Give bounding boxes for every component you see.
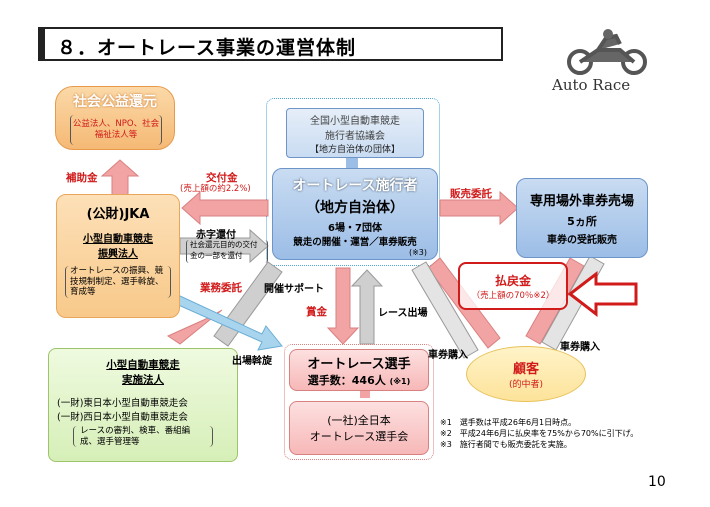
label-business: 業務委託	[200, 282, 242, 294]
customer-title: 顧客	[512, 362, 539, 377]
jka-sub2: 振興法人	[98, 249, 138, 260]
association-line1: (一社)全日本	[327, 414, 391, 427]
label-prize: 賞金	[306, 306, 327, 318]
grant-arrow	[181, 190, 269, 226]
association-box: (一社)全日本 オートレース選手会	[289, 401, 429, 455]
national-line1: 全国小型自動車競走	[310, 115, 400, 127]
payout-box: 払戻金 （売上額の70％※2）	[458, 262, 568, 310]
social-sub: 公益法人、NPO、社会福祉法人等	[70, 115, 162, 145]
jka-items: オートレースの振興、競技規制制定、選手斡旋、育成等	[65, 266, 171, 298]
racer-header: オートレース選手 選手数：446人 (※1)	[289, 349, 429, 391]
page-title: ８．オートレース事業の運営体制	[57, 37, 357, 59]
deficit-arrow	[179, 228, 269, 264]
footnotes: ※1 選手数は平成26年6月1日時点。 ※2 平成24年6月に払戻率を75%から…	[440, 418, 690, 450]
label-subsidy: 補助金	[66, 172, 98, 184]
title-bar: ８．オートレース事業の運営体制	[38, 27, 503, 61]
jka-name: (公財)JKA	[86, 207, 150, 222]
social-title: 社会公益還元	[73, 94, 157, 110]
racer-box: オートレース選手 選手数：446人 (※1) (一社)全日本 オートレース選手会	[284, 344, 434, 460]
racer-note: (※1)	[389, 377, 411, 386]
racer-count: 選手数：446人	[307, 374, 386, 387]
label-deficit: 赤字還付	[196, 230, 236, 241]
label-deficit-note: 社会還元目的の交付金の一部を還付	[186, 240, 268, 263]
organizer-line2: （地方自治体）	[306, 200, 404, 216]
national-connector	[346, 156, 358, 168]
organizer-box: オートレース施行者 （地方自治体） 6場・7団体 競走の開催・運営／車券販売 (…	[272, 168, 438, 260]
label-ticket-buy-left: 車券購入	[428, 350, 468, 361]
logo: Auto Race	[548, 28, 658, 98]
footnote-3: ※3 施行者間でも販売委託を実施。	[440, 439, 572, 449]
prize-arrow	[326, 267, 360, 345]
dispatch-arrow	[175, 295, 283, 351]
callout-arrow	[567, 270, 638, 318]
organizer-note: (※3)	[408, 248, 427, 257]
motorcycle-icon	[567, 29, 647, 75]
national-line2: 施行者協議会	[325, 130, 385, 142]
label-race-entry: レース出場	[378, 308, 428, 319]
racer-count-line: 選手数：446人 (※1)	[290, 372, 428, 388]
outlet-line1: 専用場外車券売場	[529, 194, 634, 209]
national-box: 全国小型自動車競走 施行者協議会 【地方自治体の団体】	[286, 108, 424, 158]
page-number: 10	[648, 474, 666, 490]
implementer-west: (一財)西日本小型自動車競走会	[57, 412, 188, 423]
implementer-box: 小型自動車競走 実施法人 (一財)東日本小型自動車競走会 (一財)西日本小型自動…	[48, 348, 238, 462]
outlet-line3: 車券の受託販売	[547, 235, 617, 246]
sales-arrow	[439, 190, 519, 226]
outlet-line2: 5ヵ所	[567, 215, 597, 228]
label-ticket-buy-right: 車券購入	[560, 342, 600, 353]
subsidy-arrow	[100, 159, 140, 196]
jka-sub1: 小型自動車競走	[83, 234, 153, 245]
race-entry-arrow	[350, 269, 384, 345]
implementer-title1: 小型自動車競走	[106, 359, 180, 371]
organizer-panel	[266, 98, 440, 266]
social-box: 社会公益還元 公益法人、NPO、社会福祉法人等	[55, 86, 175, 150]
footnote-2: ※2 平成24年6月に払戻率を75%から70%に引下げ。	[440, 428, 639, 438]
ticket-buy-left-arrow	[411, 261, 479, 359]
payout-title: 払戻金	[494, 273, 531, 288]
national-line3: 【地方自治体の団体】	[309, 144, 400, 155]
label-grant: 交付金	[206, 172, 238, 184]
organizer-line4: 競走の開催・運営／車券販売	[293, 237, 417, 248]
implementer-items: レースの審判、検車、番組編成、選手管理等	[73, 426, 213, 448]
label-dispatch: 出場斡旋	[232, 356, 272, 367]
payout-sub: （売上額の70％※2）	[471, 290, 555, 301]
logo-text: Auto Race	[552, 76, 631, 94]
customer-box: 顧客 (的中者)	[466, 346, 586, 402]
label-sales: 販売委託	[450, 188, 492, 200]
outlet-box: 専用場外車券売場 5ヵ所 車券の受託販売	[516, 178, 648, 258]
label-support: 開催サポート	[264, 284, 324, 295]
footnote-1: ※1 選手数は平成26年6月1日時点。	[440, 418, 577, 427]
implementer-east: (一財)東日本小型自動車競走会	[57, 398, 188, 409]
label-grant-rate: (売上額の約2.2%)	[180, 184, 251, 194]
organizer-line3: 6場・7団体	[328, 223, 382, 234]
customer-sub: (的中者)	[508, 380, 544, 390]
jka-box: (公財)JKA 小型自動車競走 振興法人 オートレースの振興、競技規制制定、選手…	[56, 194, 180, 318]
association-line2: オートレース選手会	[309, 430, 409, 443]
organizer-line1: オートレース施行者	[292, 178, 418, 194]
implementer-title2: 実施法人	[122, 374, 164, 386]
racer-assoc-connector	[360, 390, 370, 398]
racer-title: オートレース選手	[307, 357, 411, 372]
